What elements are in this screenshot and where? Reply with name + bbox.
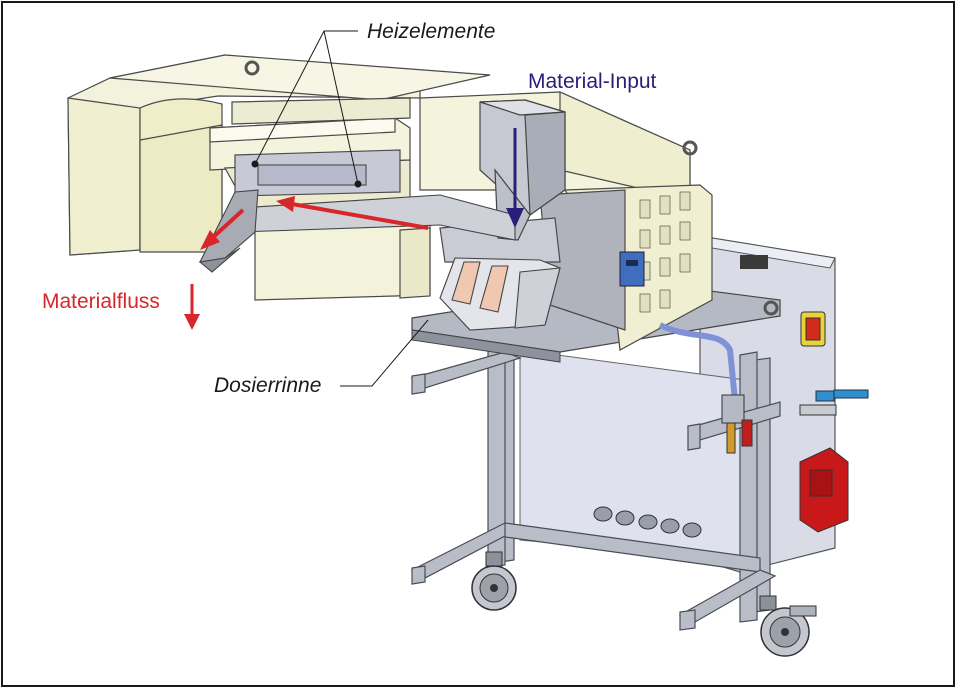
castor-wheel-left xyxy=(471,551,517,611)
pneumatic-hose xyxy=(658,322,738,401)
label-material-input: Material-Input xyxy=(528,70,657,93)
pneumatic-valve xyxy=(721,394,753,454)
display-icon xyxy=(740,255,768,269)
cable-glands xyxy=(593,506,702,538)
materialfluss-legend-arrow xyxy=(184,284,200,330)
material-input-arrow xyxy=(506,128,524,228)
material-flow-arrow xyxy=(200,196,429,250)
label-dosierrinne: Dosierrinne xyxy=(214,374,322,397)
main-switch-icon xyxy=(800,311,826,347)
dosing-chute xyxy=(439,257,561,331)
label-materialfluss: Materialfluss xyxy=(42,290,160,313)
main-housing xyxy=(67,54,713,351)
dosierrinne-leader-line xyxy=(340,319,429,387)
stand-frame xyxy=(410,341,781,631)
heizelemente-leader-lines xyxy=(251,30,362,188)
blue-connector-icon xyxy=(799,389,869,416)
red-cee-plug-icon xyxy=(799,447,849,533)
label-heizelemente: Heizelemente xyxy=(367,20,496,43)
castor-wheel-right xyxy=(759,595,817,657)
blue-contactor xyxy=(619,251,645,287)
ring-bolt-icons xyxy=(244,60,779,316)
